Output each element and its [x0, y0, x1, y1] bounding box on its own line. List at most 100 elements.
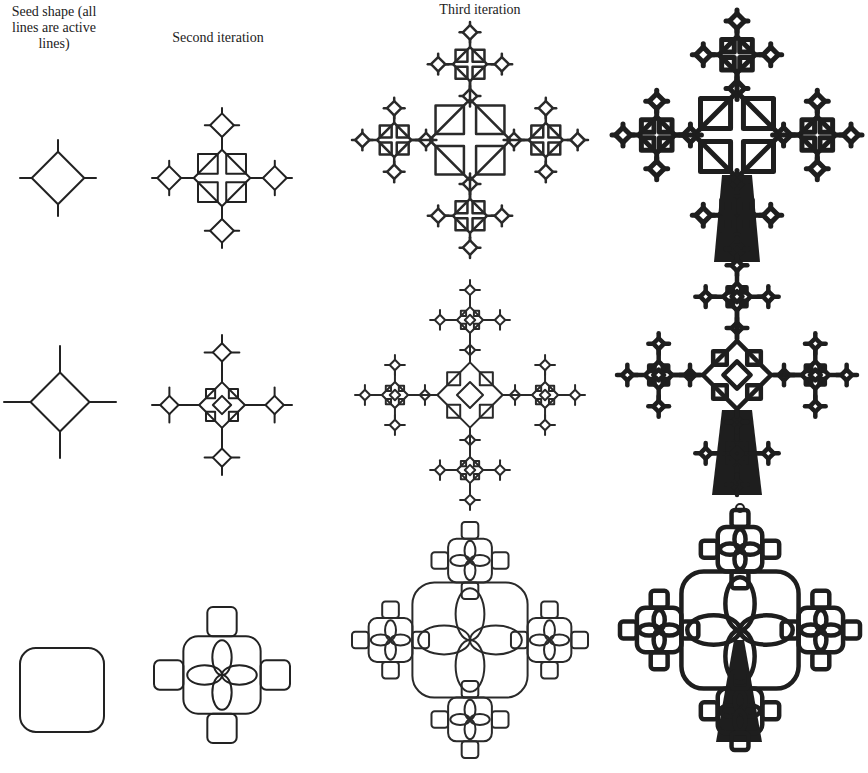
stub-line — [385, 424, 390, 426]
rounded-square-line — [843, 622, 860, 639]
square-line — [722, 57, 735, 70]
diamond-line — [639, 117, 675, 153]
rounded-square-line — [207, 714, 236, 743]
rounded-square-line — [448, 539, 492, 583]
stub-line — [553, 107, 556, 110]
ellipse-line — [391, 635, 411, 646]
ellipse-line — [385, 620, 396, 640]
stub-line — [735, 73, 740, 81]
stub-line — [813, 389, 818, 401]
stub-line — [735, 412, 740, 417]
stub-line — [445, 215, 453, 218]
diamond-line — [360, 390, 370, 400]
stub-line — [499, 310, 501, 315]
diamond-line — [463, 177, 477, 191]
square-line — [548, 143, 560, 155]
stub-line — [437, 205, 440, 208]
stub-line — [469, 490, 471, 495]
stub-line — [361, 130, 364, 133]
square-line — [480, 372, 493, 385]
square-line — [549, 386, 554, 391]
stub-line — [646, 166, 649, 171]
stub-line — [726, 86, 729, 91]
stub-line — [781, 143, 786, 146]
stub-line — [411, 139, 419, 142]
stub-line — [408, 394, 420, 396]
stub-line — [221, 362, 223, 370]
stub-line — [789, 373, 801, 378]
rounded-square-line — [382, 601, 399, 618]
diamond-line — [719, 37, 755, 73]
stub-line — [475, 499, 480, 501]
stub-line — [394, 408, 396, 420]
rounded-square-line — [462, 582, 479, 599]
diamond-line — [463, 240, 477, 254]
stub-line — [460, 289, 465, 291]
stub-line — [385, 364, 390, 366]
stub-line — [234, 230, 239, 232]
stub-line — [654, 109, 659, 117]
stub-line — [726, 247, 729, 252]
stub-line — [675, 133, 683, 138]
square-line — [641, 120, 654, 133]
stub-line — [501, 205, 504, 208]
stub-line — [364, 385, 366, 390]
stub-line — [400, 424, 405, 426]
rounded-square-line — [732, 510, 749, 527]
stub-line — [460, 183, 463, 186]
stub-line — [221, 335, 223, 343]
stub-line — [742, 326, 747, 331]
second-iteration — [154, 607, 290, 743]
diamond-line — [419, 133, 433, 147]
stub-line — [221, 467, 223, 475]
stub-line — [692, 52, 695, 57]
stub-line — [735, 255, 740, 260]
stub-line — [469, 340, 471, 345]
square-line — [461, 324, 466, 329]
stub-line — [499, 460, 501, 465]
stub-line — [680, 373, 685, 378]
stub-line — [656, 333, 661, 338]
stub-line — [168, 190, 170, 195]
stub-line — [829, 373, 841, 378]
stub-line — [654, 90, 659, 93]
stub-line — [57, 204, 59, 216]
ellipse-line — [654, 630, 665, 650]
stub-line — [221, 243, 223, 248]
diamond-line — [495, 465, 505, 475]
stub-line — [221, 206, 223, 219]
stub-line — [773, 133, 776, 138]
stub-line — [711, 451, 716, 456]
stub-line — [475, 439, 480, 441]
diamond-line — [799, 117, 835, 153]
stub-line — [768, 204, 773, 207]
stub-line — [735, 467, 740, 479]
stub-line — [221, 428, 223, 449]
stub-line — [701, 62, 706, 65]
square-line — [456, 50, 468, 62]
rounded-square-line — [718, 689, 763, 734]
diamond-line — [723, 283, 750, 310]
square-line — [641, 138, 654, 151]
diamond-line — [210, 113, 234, 137]
rounded-square-line — [352, 632, 369, 649]
stub-line — [648, 341, 653, 346]
ellipse-line — [465, 541, 476, 561]
stub-line — [778, 213, 781, 218]
diamond-line — [429, 99, 510, 180]
stub-line — [768, 62, 773, 65]
stub-line — [469, 280, 471, 285]
stub-line — [774, 451, 779, 456]
diamond-line — [463, 89, 477, 103]
square-line — [531, 143, 543, 155]
square-line — [820, 138, 833, 151]
stub-line — [688, 143, 693, 146]
stub-line — [445, 319, 450, 321]
square-line — [229, 412, 238, 421]
stub-line — [425, 130, 428, 133]
stub-line — [394, 370, 396, 382]
stub-line — [805, 341, 810, 346]
rounded-square-line — [732, 733, 749, 750]
stub-line — [563, 139, 571, 142]
diamond-line — [199, 382, 245, 428]
